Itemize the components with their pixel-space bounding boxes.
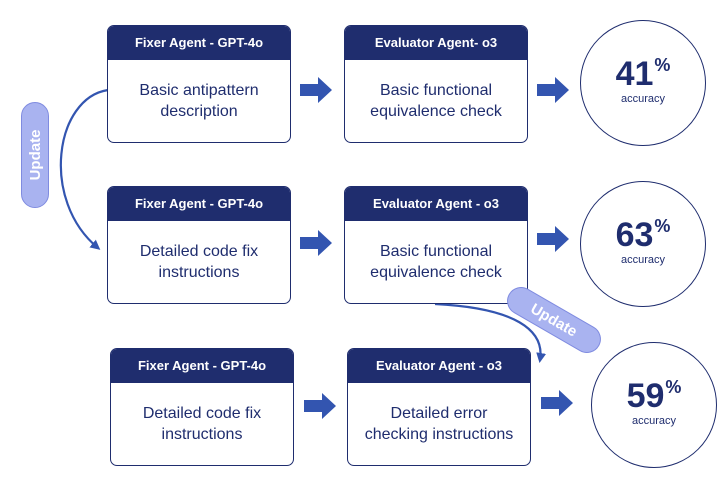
update-arrow-row1-to-row2 bbox=[59, 88, 109, 250]
fixer-agent-card-3: Fixer Agent - GPT-4o Detailed code fix i… bbox=[110, 348, 294, 466]
accuracy-result-2: 63 % accuracy bbox=[580, 181, 706, 307]
arrow-right-icon bbox=[304, 393, 336, 419]
fixer-agent-description-2: Detailed code fix instructions bbox=[139, 243, 259, 281]
evaluator-agent-title-3: Evaluator Agent - o3 bbox=[348, 349, 530, 383]
fixer-agent-description-1: Basic antipattern description bbox=[139, 82, 259, 120]
evaluator-agent-card-3: Evaluator Agent - o3 Detailed error chec… bbox=[347, 348, 531, 466]
fixer-agent-title-2: Fixer Agent - GPT-4o bbox=[108, 187, 290, 221]
arrow-right-icon bbox=[300, 77, 332, 103]
fixer-agent-description-3: Detailed code fix instructions bbox=[142, 405, 262, 443]
arrow-right-icon bbox=[537, 77, 569, 103]
accuracy-result-1: 41 % accuracy bbox=[580, 20, 706, 146]
evaluator-agent-description-1: Basic functional equivalence check bbox=[370, 82, 502, 120]
fixer-agent-card-2: Fixer Agent - GPT-4o Detailed code fix i… bbox=[107, 186, 291, 304]
arrow-right-icon bbox=[300, 230, 332, 256]
accuracy-label-2: accuracy bbox=[620, 254, 666, 266]
percent-sign: % bbox=[665, 377, 682, 397]
evaluator-agent-description-2: Basic functional equivalence check bbox=[370, 243, 502, 281]
update-arrow-row2-to-row3 bbox=[434, 302, 547, 363]
arrow-right-icon bbox=[537, 226, 569, 252]
evaluator-agent-card-1: Evaluator Agent- o3 Basic functional equ… bbox=[344, 25, 528, 143]
fixer-agent-title-1: Fixer Agent - GPT-4o bbox=[108, 26, 290, 60]
percent-sign: % bbox=[654, 216, 671, 236]
accuracy-label-1: accuracy bbox=[620, 93, 666, 105]
accuracy-value-1: 41 bbox=[615, 55, 654, 93]
evaluator-agent-card-2: Evaluator Agent - o3 Basic functional eq… bbox=[344, 186, 528, 304]
update-badge-1: Update bbox=[21, 102, 49, 208]
evaluator-agent-title-1: Evaluator Agent- o3 bbox=[345, 26, 527, 60]
accuracy-result-3: 59 % accuracy bbox=[591, 342, 717, 468]
fixer-agent-title-3: Fixer Agent - GPT-4o bbox=[111, 349, 293, 383]
arrow-right-icon bbox=[541, 390, 573, 416]
accuracy-label-3: accuracy bbox=[631, 415, 677, 427]
evaluator-agent-description-3: Detailed error checking instructions bbox=[364, 405, 514, 443]
evaluator-agent-title-2: Evaluator Agent - o3 bbox=[345, 187, 527, 221]
accuracy-value-3: 59 bbox=[626, 377, 665, 415]
accuracy-value-2: 63 bbox=[615, 216, 654, 254]
percent-sign: % bbox=[654, 55, 671, 75]
fixer-agent-card-1: Fixer Agent - GPT-4o Basic antipattern d… bbox=[107, 25, 291, 143]
